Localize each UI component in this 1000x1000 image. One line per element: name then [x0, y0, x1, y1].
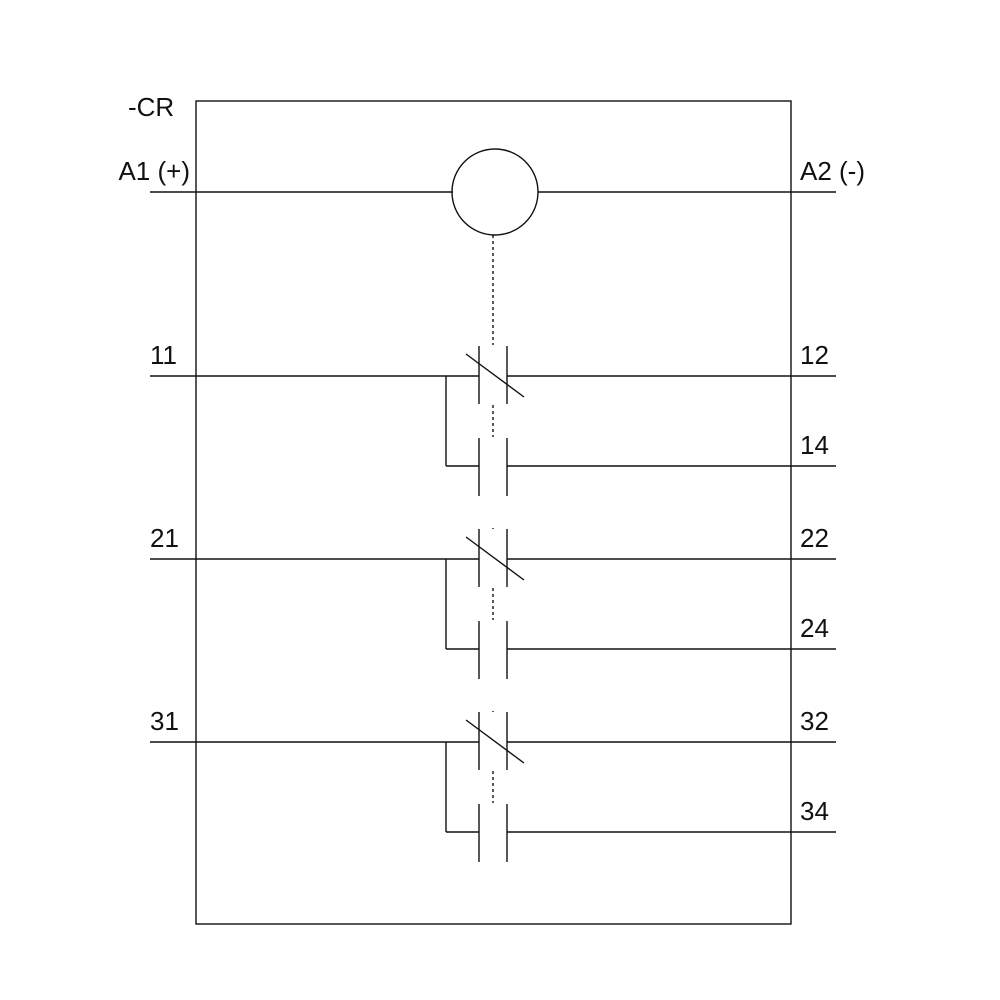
terminal-common: 31: [150, 706, 179, 736]
device-tag: -CR: [128, 92, 174, 122]
contact-group: 31 32 34: [150, 706, 836, 862]
nc-contact-slash: [465, 719, 525, 764]
contact-group: 11 12 14: [150, 340, 836, 496]
terminal-common: 11: [150, 340, 177, 370]
terminal-no: 24: [800, 613, 829, 643]
terminal-no: 34: [800, 796, 829, 826]
terminal-nc: 32: [800, 706, 829, 736]
coil: A1 (+) A2 (-): [118, 148, 865, 345]
terminal-common: 21: [150, 523, 179, 553]
nc-contact-slash: [465, 536, 525, 581]
contact-group: 21 22 24: [150, 523, 836, 679]
terminal-nc: 12: [800, 340, 829, 370]
coil-terminal-a1: A1 (+): [118, 156, 190, 186]
terminal-no: 14: [800, 430, 829, 460]
coil-terminal-a2: A2 (-): [800, 156, 865, 186]
coil-symbol: [451, 148, 539, 236]
nc-contact-slash: [465, 353, 525, 398]
terminal-nc: 22: [800, 523, 829, 553]
relay-enclosure: [195, 100, 792, 925]
